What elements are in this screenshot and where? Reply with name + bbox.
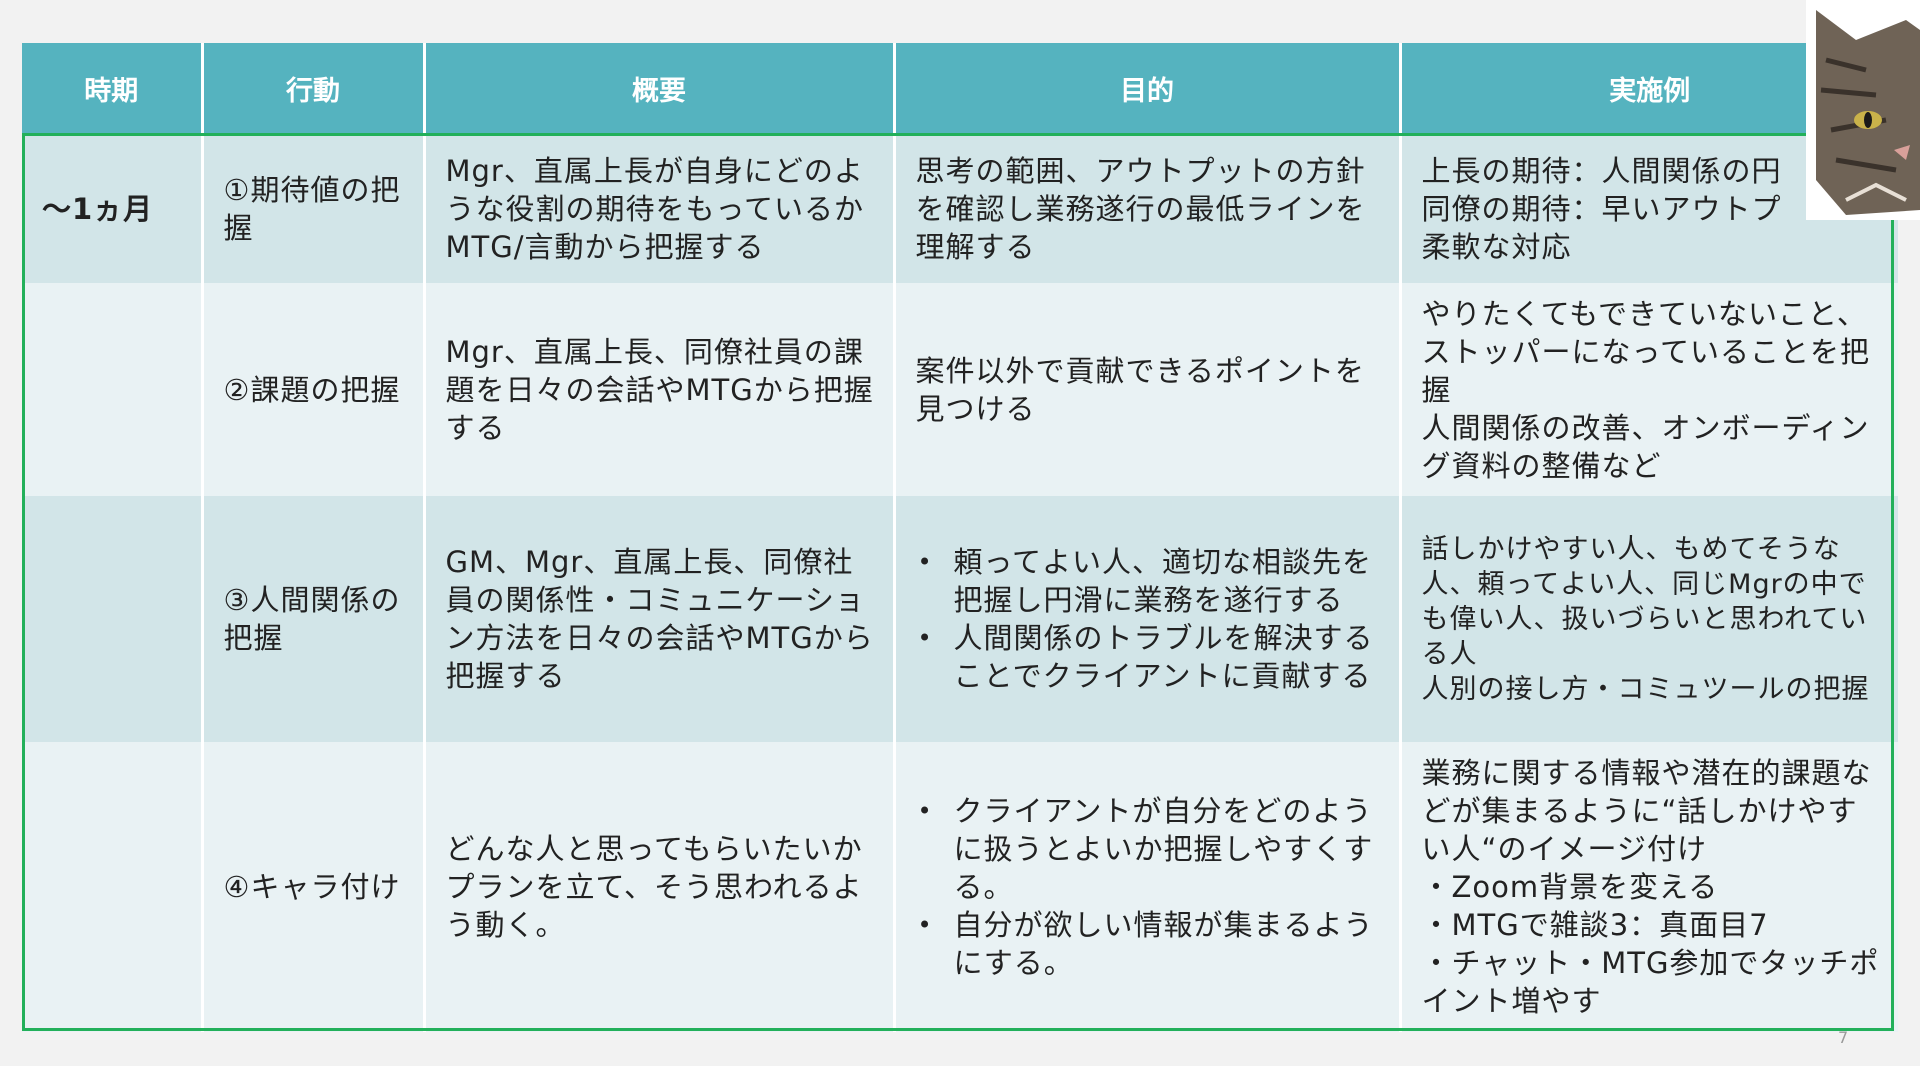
purpose-cell: 案件以外で貢献できるポイントを見つける	[894, 283, 1402, 496]
purpose-cell: 思考の範囲、アウトプットの方針を確認し業務遂行の最低ラインを理解する	[894, 134, 1402, 283]
examples-cell: 業務に関する情報や潜在的課題などが集まるように“話しかけやすい人“のイメージ付け…	[1400, 742, 1898, 1032]
bullet-item: クライアントが自分をどのように扱うとよいか把握しやすくする。	[918, 792, 1381, 906]
header-summary: 概要	[424, 43, 896, 134]
header-action: 行動	[202, 43, 426, 134]
bullet-item: 頼ってよい人、適切な相談先を把握し円滑に業務を遂行する	[918, 543, 1381, 619]
summary-cell: どんな人と思ってもらいたいかプランを立て、そう思われるよう動く。	[424, 742, 896, 1032]
summary-cell: Mgr、直属上長が自身にどのような役割の期待をもっているかMTG/言動から把握す…	[424, 134, 896, 283]
examples-cell: やりたくてもできていないこと、ストッパーになっていることを把握 人間関係の改善、…	[1400, 283, 1898, 496]
header-purpose: 目的	[894, 43, 1402, 134]
summary-cell: GM、Mgr、直属上長、同僚社員の関係性・コミュニケーション方法を日々の会話やM…	[424, 496, 896, 742]
page-number: 7	[1838, 1028, 1849, 1047]
action-cell: ①期待値の把握	[202, 134, 426, 283]
purpose-bullets: 頼ってよい人、適切な相談先を把握し円滑に業務を遂行する 人間関係のトラブルを解決…	[916, 543, 1381, 695]
period-cell	[22, 742, 204, 1032]
cat-video-icon	[1806, 0, 1920, 220]
example-line: ・Zoom背景を変える	[1421, 870, 1719, 904]
example-line: 人別の接し方・コミュツールの把握	[1421, 673, 1870, 705]
action-cell: ④キャラ付け	[202, 742, 426, 1032]
example-line: ・チャット・MTG参加でタッチポイント増やす	[1421, 946, 1880, 1018]
table-row: ②課題の把握 Mgr、直属上長、同僚社員の課題を日々の会話やMTGから把握する …	[22, 283, 1898, 496]
purpose-cell: クライアントが自分をどのように扱うとよいか把握しやすくする。 自分が欲しい情報が…	[894, 742, 1402, 1032]
action-cell: ②課題の把握	[202, 283, 426, 496]
table-row: ～1ヵ月 ①期待値の把握 Mgr、直属上長が自身にどのような役割の期待をもってい…	[22, 134, 1898, 283]
summary-cell: Mgr、直属上長、同僚社員の課題を日々の会話やMTGから把握する	[424, 283, 896, 496]
purpose-cell: 頼ってよい人、適切な相談先を把握し円滑に業務を遂行する 人間関係のトラブルを解決…	[894, 496, 1402, 742]
header-period: 時期	[22, 43, 204, 134]
period-cell	[22, 496, 204, 742]
period-cell: ～1ヵ月	[22, 134, 204, 283]
example-line: ・MTGで雑談3：真面目7	[1421, 908, 1769, 942]
example-line: 業務に関する情報や潜在的課題などが集まるように“話しかけやすい人“のイメージ付け	[1421, 756, 1872, 866]
example-line: 柔軟な対応	[1421, 229, 1572, 264]
plan-table: 時期 行動 概要 目的 実施例 ～1ヵ月 ①期待値の把握 Mgr、直属上長が自身…	[22, 43, 1898, 1032]
action-cell: ③人間関係の把握	[202, 496, 426, 742]
purpose-bullets: クライアントが自分をどのように扱うとよいか把握しやすくする。 自分が欲しい情報が…	[916, 792, 1381, 982]
example-line: 人間関係の改善、オンボーディング資料の整備など	[1421, 410, 1870, 483]
example-line: 上長の期待：人間関係の円	[1421, 153, 1782, 188]
example-line: やりたくてもできていないこと、ストッパーになっていることを把握	[1421, 296, 1871, 407]
period-cell	[22, 283, 204, 496]
examples-cell: 話しかけやすい人、もめてそうな人、頼ってよい人、同じMgrの中でも偉い人、扱いづ…	[1400, 496, 1898, 742]
example-line: 同僚の期待：早いアウトプ	[1421, 191, 1782, 226]
bullet-item: 人間関係のトラブルを解決することでクライアントに貢献する	[918, 619, 1381, 695]
table-row: ④キャラ付け どんな人と思ってもらいたいかプランを立て、そう思われるよう動く。 …	[22, 742, 1898, 1032]
bullet-item: 自分が欲しい情報が集まるようにする。	[918, 906, 1381, 982]
example-line: 話しかけやすい人、もめてそうな人、頼ってよい人、同じMgrの中でも偉い人、扱いづ…	[1421, 533, 1868, 670]
table-row: ③人間関係の把握 GM、Mgr、直属上長、同僚社員の関係性・コミュニケーション方…	[22, 496, 1898, 742]
header-row: 時期 行動 概要 目的 実施例	[22, 43, 1898, 134]
